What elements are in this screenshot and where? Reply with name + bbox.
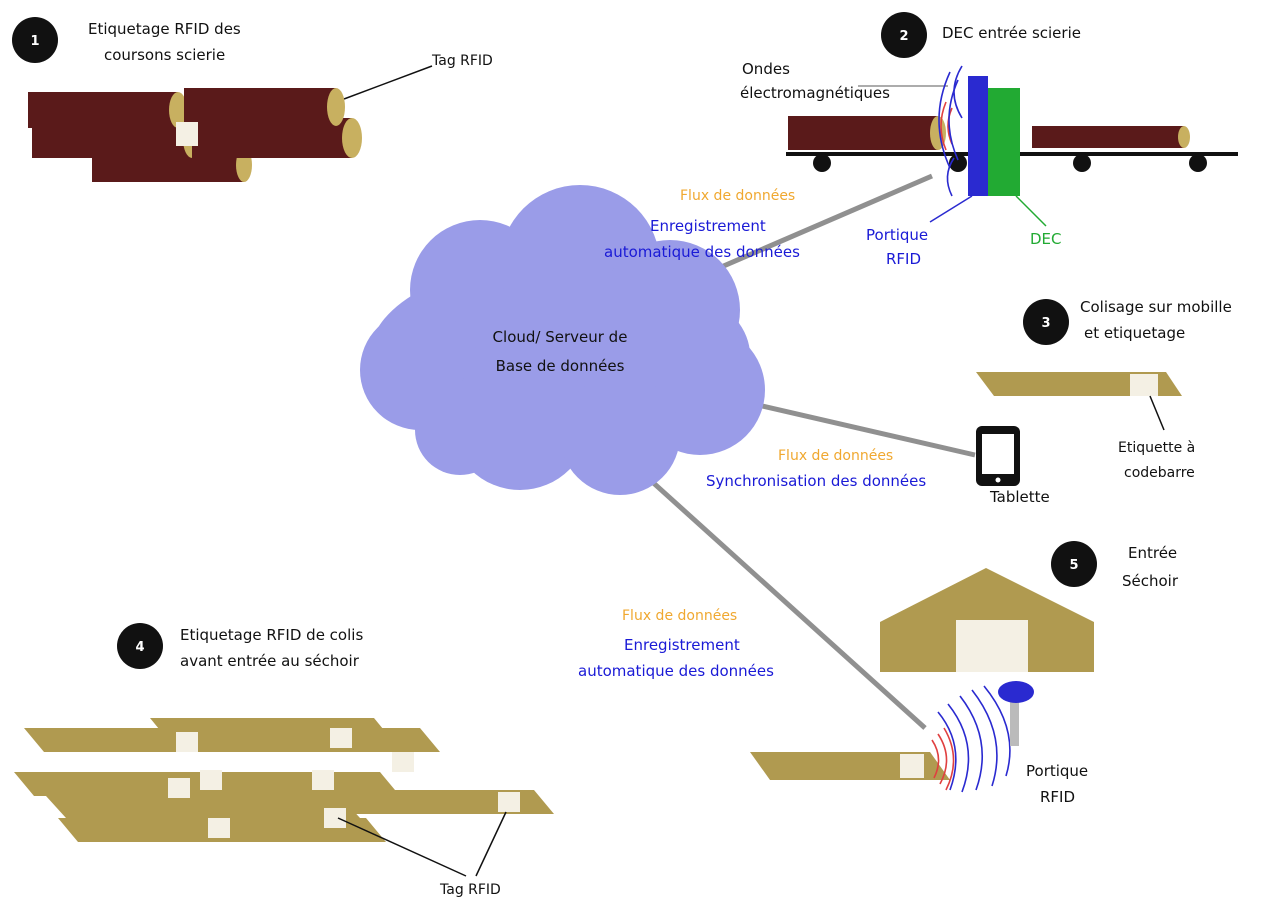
link-3-desc-line1: Enregistrement (624, 636, 740, 654)
step-1-badge: 1 (12, 17, 58, 63)
tag-rfid-bottom-label: Tag RFID (439, 882, 501, 898)
step-1-title-line2: coursons scierie (104, 46, 225, 64)
step-4-badge: 4 (117, 623, 163, 669)
portique-rfid-bottom (998, 681, 1034, 746)
link-2-flux: Flux de données (778, 448, 893, 464)
log-on-conveyor-left (788, 116, 946, 150)
step-5-title-line2: Séchoir (1122, 572, 1179, 590)
portique-bottom-label-line1: Portique (1026, 762, 1088, 780)
barcode-label (1130, 374, 1158, 396)
waves-top (938, 65, 963, 197)
logs-pile (28, 88, 362, 182)
board-sechoir-tag (900, 754, 924, 778)
cloud-label-line1: Cloud/ Serveur de (493, 328, 628, 346)
boards-tags (168, 728, 520, 838)
sechoir-building (880, 568, 1094, 672)
step-3-badge: 3 (1023, 299, 1069, 345)
step-5-title-line1: Entrée (1128, 544, 1177, 562)
step-5-badge: 5 (1051, 541, 1097, 587)
step-2-badge: 2 (881, 12, 927, 58)
step-2-title: DEC entrée scierie (942, 24, 1081, 42)
barcode-pointer (1149, 395, 1165, 431)
cloud-label-line2: Base de données (496, 357, 625, 375)
link-3-flux: Flux de données (622, 608, 737, 624)
link-1-desc-line1: Enregistrement (650, 217, 766, 235)
step-1-number: 1 (30, 34, 39, 49)
step-3-title-line1: Colisage sur mobille (1080, 298, 1232, 316)
ondes-label-line1: Ondes (742, 60, 790, 78)
dec-pointer (1015, 195, 1047, 227)
tag-rfid-top-label: Tag RFID (431, 53, 493, 69)
portique-rfid-top (968, 76, 988, 196)
link-sechoir-cloud-line (626, 458, 927, 730)
step-1-title-line1: Etiquetage RFID des (88, 20, 241, 38)
tag-rfid-bottom-pointer-1 (337, 817, 467, 877)
tablette-label: Tablette (989, 488, 1050, 506)
link-1-flux: Flux de données (680, 188, 795, 204)
tag-rfid-bottom-pointer-2 (475, 811, 507, 877)
link-2-desc: Synchronisation des données (706, 472, 926, 490)
portique-top-label-line2: RFID (886, 250, 921, 268)
portique-top-pointer (929, 195, 973, 223)
link-tablette-cloud-line (757, 402, 976, 458)
tag-rfid-top-pointer (343, 65, 433, 100)
step-3-number: 3 (1041, 316, 1050, 331)
dec-label: DEC (1030, 230, 1062, 248)
log-tag (176, 122, 198, 146)
cloud-server (360, 185, 765, 495)
step-5-number: 5 (1069, 558, 1078, 573)
waves-bottom (931, 685, 1011, 793)
step-4-number: 4 (135, 640, 144, 655)
log-on-conveyor-right (1032, 126, 1190, 148)
step-3-title-line2: et etiquetage (1084, 324, 1185, 342)
portique-top-label-line1: Portique (866, 226, 928, 244)
step-4-title-line2: avant entrée au séchoir (180, 652, 360, 670)
etiquette-label-line2: codebarre (1124, 465, 1195, 481)
link-1-desc-line2: automatique des données (604, 243, 800, 261)
link-3-desc-line2: automatique des données (578, 662, 774, 680)
dec-machine (988, 88, 1020, 196)
etiquette-label-line1: Etiquette à (1118, 440, 1195, 456)
boards-pile (14, 718, 554, 842)
ondes-label-line2: électromagnétiques (740, 84, 890, 102)
step-2-number: 2 (899, 29, 908, 44)
step-4-title-line1: Etiquetage RFID de colis (180, 626, 363, 644)
tablette-icon (976, 426, 1020, 486)
portique-bottom-label-line2: RFID (1040, 788, 1075, 806)
